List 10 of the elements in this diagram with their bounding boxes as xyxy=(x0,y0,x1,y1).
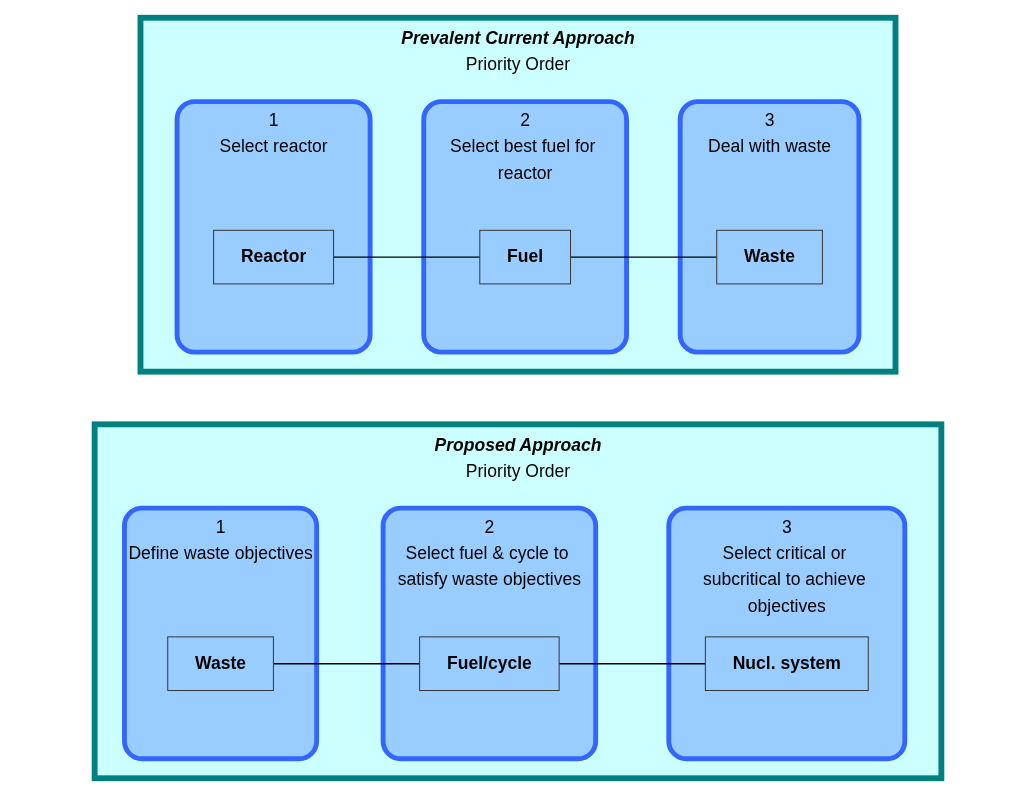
node-box: Waste xyxy=(167,635,274,691)
connector xyxy=(569,255,718,258)
node-box: Reactor xyxy=(213,229,335,284)
node-box: Waste xyxy=(716,229,823,284)
connector xyxy=(558,662,707,664)
node-box: Fuel/cycle xyxy=(419,635,560,691)
connector xyxy=(272,662,421,664)
connector xyxy=(332,255,481,258)
node-box: Nucl. system xyxy=(704,635,869,691)
node-box: Fuel xyxy=(479,229,571,284)
